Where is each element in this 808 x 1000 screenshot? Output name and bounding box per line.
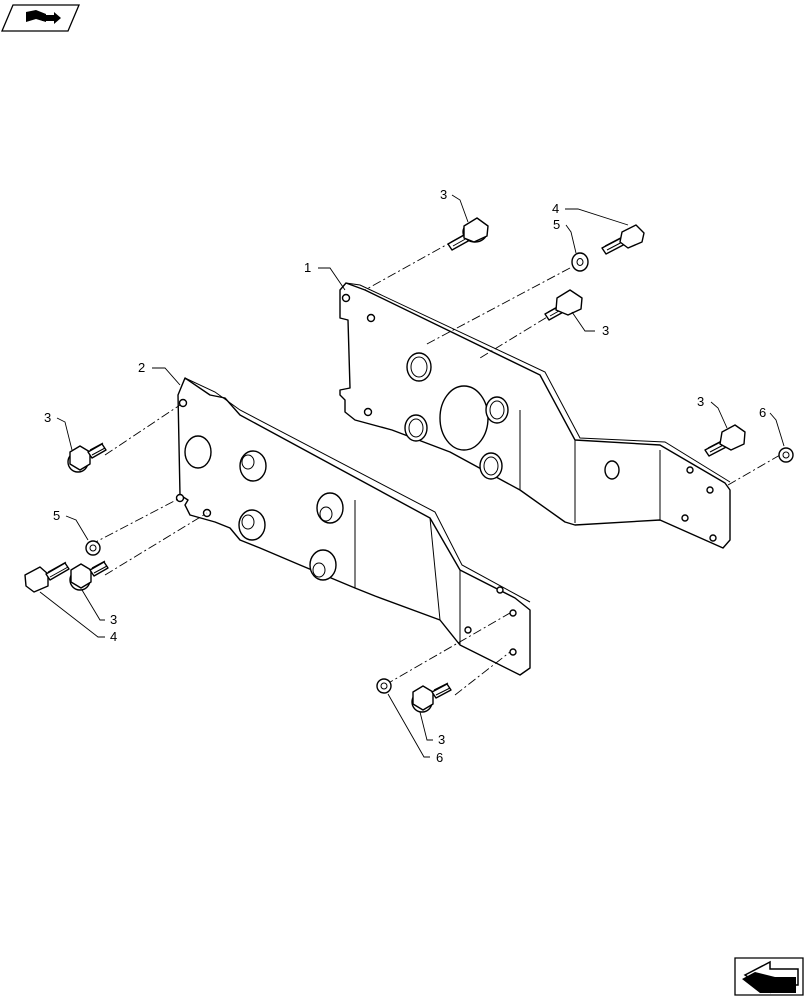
- assembly-centerlines: [89, 239, 781, 696]
- bolt-right: [704, 424, 746, 457]
- bracket-part-2: [175, 377, 531, 676]
- callout-6-bottom: 6: [436, 750, 443, 765]
- washer-left: [85, 540, 101, 556]
- callout-3-top: 3: [440, 187, 447, 202]
- callout-1: 1: [304, 260, 311, 275]
- callout-5-top: 5: [553, 217, 560, 232]
- bolt-left-lower: [69, 560, 109, 591]
- callout-3-right: 3: [697, 394, 704, 409]
- bolt-left-upper: [67, 442, 107, 473]
- back-arrow-icon[interactable]: [734, 957, 804, 996]
- callout-3-left-lower: 3: [110, 612, 117, 627]
- bolt-mid-upper: [544, 289, 583, 321]
- bolt-top-right: [601, 224, 645, 255]
- nut-right: [778, 447, 794, 463]
- callout-3-bottom: 3: [438, 732, 445, 747]
- callout-2: 2: [138, 360, 145, 375]
- callout-labels: 1 2 3 4 5 3 3 6 3 5 3 4 3 6: [44, 187, 766, 765]
- callout-3-left: 3: [44, 410, 51, 425]
- bolt-bottom: [411, 682, 452, 713]
- callout-6-right: 6: [759, 405, 766, 420]
- nut-bottom: [376, 678, 392, 694]
- leader-lines: [39, 194, 785, 758]
- washer-top: [571, 252, 589, 272]
- callout-4-left: 4: [110, 629, 117, 644]
- bolt-left-long: [24, 561, 70, 593]
- bracket-part-1: [339, 282, 731, 549]
- callout-5-left: 5: [53, 508, 60, 523]
- callout-3-mid: 3: [602, 323, 609, 338]
- book-navigation-icon[interactable]: [1, 4, 80, 32]
- callout-4-top: 4: [552, 201, 559, 216]
- bolt-top-center: [447, 217, 489, 251]
